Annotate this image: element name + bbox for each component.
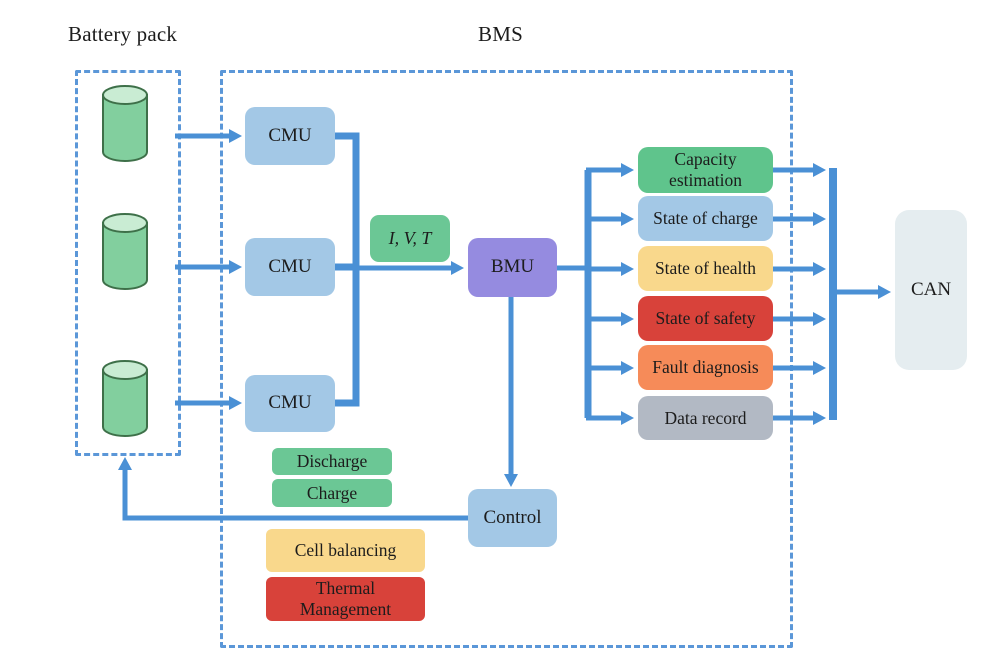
legend-cell-balancing: Cell balancing [266,529,425,572]
battery-cell-icon [102,213,148,290]
battery-cell-icon [102,360,148,437]
bmu-box: BMU [468,238,557,297]
can-box: CAN [895,210,967,370]
cmu-box-1: CMU [245,107,335,165]
arrow-control-to-pack [118,457,468,521]
function-state-of-charge: State of charge [638,196,773,241]
bms-title: BMS [478,22,523,46]
cmu-trunk-line [335,132,360,407]
cmu-box-3: CMU [245,375,335,432]
function-state-of-safety: State of safety [638,296,773,341]
function-data-record: Data record [638,396,773,440]
legend-discharge: Discharge [272,448,392,475]
function-capacity-estimation: Capacity estimation [638,147,773,193]
control-box: Control [468,489,557,547]
legend-charge: Charge [272,479,392,507]
battery-pack-boundary [75,70,181,456]
bms-boundary [220,70,793,648]
function-state-of-health: State of health [638,246,773,291]
function-fault-diagnosis: Fault diagnosis [638,345,773,390]
battery-pack-title: Battery pack [68,22,178,46]
cmu-box-2: CMU [245,238,335,296]
legend-thermal-management: Thermal Management [266,577,425,621]
signal-ivt-tag: I, V, T [370,215,450,262]
battery-cell-icon [102,85,148,162]
